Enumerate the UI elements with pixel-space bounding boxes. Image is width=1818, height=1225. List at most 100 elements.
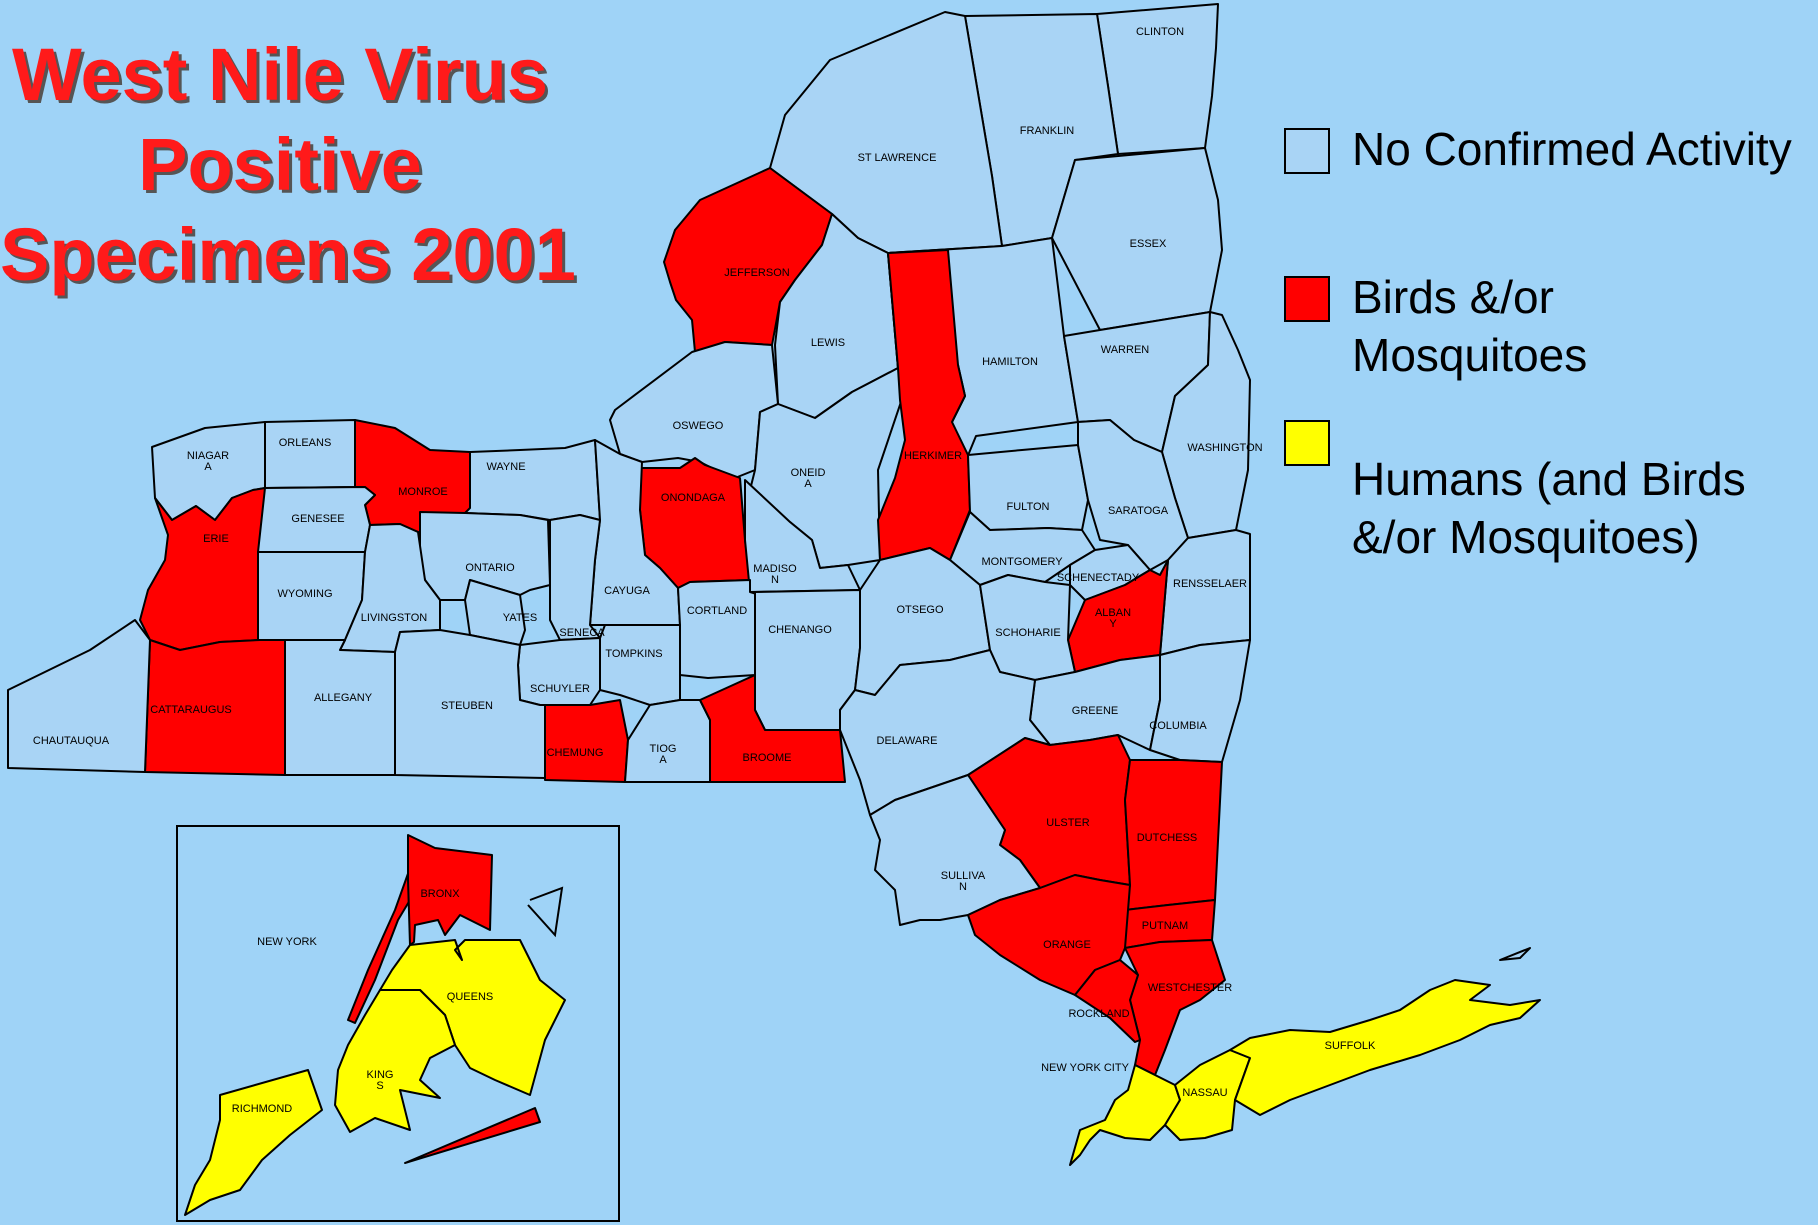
label-franklin: FRANKLIN xyxy=(1020,125,1074,137)
county-cortland[interactable] xyxy=(677,579,761,679)
title-line-1: West Nile Virus xyxy=(11,33,549,116)
label-schenectady: SCHENECTADY xyxy=(1057,572,1140,584)
county-westchester[interactable] xyxy=(1124,939,1226,1076)
label-warren: WARREN xyxy=(1101,344,1150,356)
label-dutchess: DUTCHESS xyxy=(1137,832,1198,844)
county-erie[interactable] xyxy=(139,487,266,651)
county-fulton[interactable] xyxy=(967,444,1089,531)
legend-swatch-human xyxy=(1284,420,1330,466)
county-tompkins[interactable] xyxy=(599,624,681,706)
label-jefferson: JEFFERSON xyxy=(724,267,789,279)
legend-swatch-none xyxy=(1284,128,1330,174)
county-cattaraugus[interactable] xyxy=(144,639,286,776)
county-tioga[interactable] xyxy=(624,699,711,783)
label-suffolk: SUFFOLK xyxy=(1325,1040,1376,1052)
label-livingston: LIVINGSTON xyxy=(361,612,427,624)
label-chautauqua: CHAUTAUQUA xyxy=(33,735,110,747)
label-nassau: NASSAU xyxy=(1182,1087,1227,1099)
label-seneca: SENECA xyxy=(559,627,605,639)
title-line-2: Positive xyxy=(138,123,422,206)
label-montgomery: MONTGOMERY xyxy=(981,556,1063,568)
label-saratoga: SARATOGA xyxy=(1108,505,1169,517)
label-cayuga: CAYUGA xyxy=(604,585,650,597)
label-westchester: WESTCHESTER xyxy=(1148,982,1232,994)
label-herkimer: HERKIMER xyxy=(904,450,962,462)
label-bronx: BRONX xyxy=(420,888,460,900)
label-tompkins: TOMPKINS xyxy=(605,648,662,660)
legend-item-human: Humans (and Birds &/or Mosquitoes) xyxy=(1284,420,1746,566)
county-orange[interactable] xyxy=(967,874,1131,996)
title-line-3: Specimens 2001 xyxy=(0,213,576,296)
label-yates: YATES xyxy=(503,612,537,624)
label-rensselaer: RENSSELAER xyxy=(1173,578,1247,590)
label-lewis: LEWIS xyxy=(811,337,845,349)
label-otsego: OTSEGO xyxy=(896,604,944,616)
county-orleans[interactable] xyxy=(264,419,356,489)
nyc-inset-frame xyxy=(176,825,620,1222)
label-columbia: COLUMBIA xyxy=(1149,720,1207,732)
county-nassau[interactable] xyxy=(1164,1049,1251,1141)
county-bronx[interactable] xyxy=(407,834,493,946)
county-rockland[interactable] xyxy=(1074,959,1141,1043)
label-ontario: ONTARIO xyxy=(465,562,515,574)
label-erie: ERIE xyxy=(203,533,229,545)
county-essex[interactable] xyxy=(1051,147,1223,331)
label-monroe: MONROE xyxy=(398,486,448,498)
county-suffolk[interactable] xyxy=(1229,979,1541,1116)
label-broome: BROOME xyxy=(743,752,792,764)
label-orange: ORANGE xyxy=(1043,939,1091,951)
label-putnam: PUTNAM xyxy=(1142,920,1188,932)
county-chautauqua[interactable] xyxy=(7,619,151,773)
label-wayne: WAYNE xyxy=(486,461,525,473)
label-onondaga: ONONDAGA xyxy=(661,492,726,504)
legend-item-none: No Confirmed Activity xyxy=(1284,123,1792,178)
label-greene: GREENE xyxy=(1072,705,1118,717)
county-delaware[interactable] xyxy=(839,649,1051,816)
label-genesee: GENESEE xyxy=(291,513,344,525)
label-washington: WASHINGTON xyxy=(1187,442,1262,454)
county-richmond[interactable] xyxy=(184,1069,323,1216)
nyc-sliver-shape xyxy=(404,1107,541,1164)
label-hamilton: HAMILTON xyxy=(982,356,1038,368)
county-steuben[interactable] xyxy=(394,629,546,779)
county-chemung[interactable] xyxy=(544,699,629,783)
county-new-york-city[interactable] xyxy=(1069,1064,1181,1166)
label-ulster: ULSTER xyxy=(1046,817,1089,829)
label-cortland: CORTLAND xyxy=(687,605,747,617)
legend-swatch-bird xyxy=(1284,276,1330,322)
label-orleans: ORLEANS xyxy=(279,437,332,449)
label-clinton: CLINTON xyxy=(1136,26,1184,38)
label-oswego: OSWEGO xyxy=(673,420,724,432)
legend-label-none: No Confirmed Activity xyxy=(1352,123,1792,175)
label-fulton: FULTON xyxy=(1007,501,1050,513)
label-rockland: ROCKLAND xyxy=(1068,1008,1129,1020)
legend-item-bird: Birds &/or Mosquitoes xyxy=(1284,271,1587,384)
label-essex: ESSEX xyxy=(1130,238,1167,250)
label-schoharie: SCHOHARIE xyxy=(995,627,1060,639)
label-richmond: RICHMOND xyxy=(232,1103,293,1115)
label-chenango: CHENANGO xyxy=(768,624,832,636)
label-steuben: STEUBEN xyxy=(441,700,493,712)
label-st-lawrence: ST LAWRENCE xyxy=(858,152,937,164)
label-schuyler: SCHUYLER xyxy=(530,683,590,695)
peconic-fork-outline xyxy=(1499,947,1531,961)
county-wayne[interactable] xyxy=(464,439,601,521)
county-madison[interactable] xyxy=(744,479,861,593)
county-seneca[interactable] xyxy=(549,514,601,641)
legend-label-bird: Birds &/or Mosquitoes xyxy=(1352,271,1588,381)
county-labels: CLINTON FRANKLIN ST LAWRENCE ESSEX JEFFE… xyxy=(33,26,1376,1115)
county-kings[interactable] xyxy=(334,989,456,1133)
county-columbia[interactable] xyxy=(1149,639,1251,763)
label-chemung: CHEMUNG xyxy=(547,747,604,759)
label-allegany: ALLEGANY xyxy=(314,692,373,704)
county-allegany[interactable] xyxy=(284,639,396,776)
label-new-york-city: NEW YORK CITY xyxy=(1041,1062,1129,1074)
